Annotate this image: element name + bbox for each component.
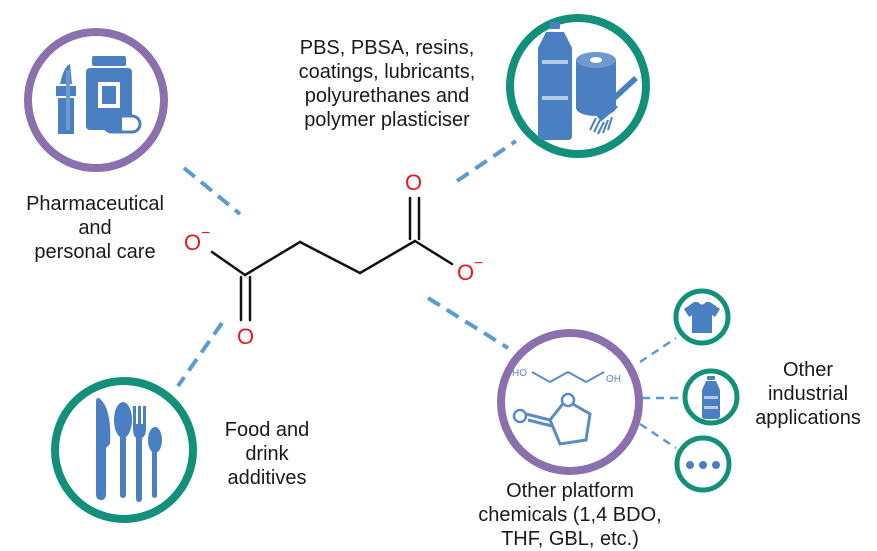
bond-c1-c2	[243, 240, 302, 277]
label-food-line-3: additives	[227, 467, 307, 489]
oxygen-right-charged: O	[457, 260, 474, 285]
label-industrial-line-1: Other	[782, 359, 834, 381]
bottle-circle	[682, 368, 740, 426]
charge-left: −	[201, 225, 210, 242]
label-polymers-line-1: PBS, PBSA, resins,	[299, 37, 475, 59]
bond-c4-o-minus	[413, 239, 454, 266]
label-pharma-line-1: Pharmaceutical	[26, 193, 164, 215]
connector-pharma	[182, 166, 242, 216]
bond-c1-o-minus	[210, 250, 247, 277]
connector-polymers	[455, 139, 518, 183]
label-food-line-2: drink	[245, 443, 289, 465]
label-platform-line-1: Other platform	[506, 480, 634, 502]
label-food-line-1: Food and	[224, 419, 310, 441]
medicine-bottle-lipstick-pill-icon	[56, 56, 142, 134]
ho-label: HO	[512, 368, 527, 379]
charge-right: −	[474, 255, 483, 272]
label-food: Food and drink additives	[212, 418, 322, 490]
food-circle	[51, 377, 197, 523]
connector-tshirt	[639, 336, 677, 364]
pharma-circle	[24, 28, 168, 172]
oxygen-top: O	[405, 170, 422, 195]
label-pharma-line-3: personal care	[34, 241, 156, 263]
label-polymers-line-3: polyurethanes and	[304, 85, 470, 107]
label-polymers: PBS, PBSA, resins, coatings, lubricants,…	[272, 36, 502, 132]
connector-lines	[176, 139, 518, 388]
label-polymers-line-4: polymer plasticiser	[304, 109, 470, 131]
more-dots-icon	[686, 461, 720, 469]
tshirt-circle	[673, 288, 731, 346]
label-polymers-line-2: coatings, lubricants,	[298, 61, 476, 83]
bdo-gbl-structure-icon: HO OH	[512, 368, 621, 446]
oxygen-left-charged: O	[184, 230, 201, 255]
bond-c3-c4	[358, 239, 417, 275]
label-pharma: Pharmaceutical and personal care	[5, 192, 185, 264]
label-platform: Other platform chemicals (1,4 BDO, THF, …	[460, 479, 680, 551]
label-platform-line-2: chemicals (1,4 BDO,	[478, 504, 662, 526]
bond-c2-c3	[298, 240, 362, 275]
plastic-bottle-roll-brush-icon	[538, 22, 638, 140]
platform-circle: HO OH	[497, 329, 643, 475]
oxygen-bottom: O	[237, 324, 254, 349]
tshirt-icon	[684, 302, 720, 333]
label-industrial-line-3: applications	[755, 407, 861, 429]
label-industrial-line-2: industrial	[767, 383, 849, 405]
label-platform-line-3: THF, GBL, etc.)	[501, 528, 639, 550]
connector-food	[176, 321, 224, 388]
bottle-icon	[702, 376, 720, 419]
label-pharma-line-2: and	[78, 217, 112, 239]
connector-dots	[639, 422, 677, 450]
succinate-molecule: O O − O O −	[184, 170, 483, 349]
label-industrial: Other industrial applications	[742, 358, 874, 430]
polymers-circle	[506, 14, 650, 158]
more-circle	[674, 435, 732, 493]
connector-lines-small	[639, 336, 682, 450]
connector-platform	[426, 296, 510, 350]
oh-label: OH	[606, 374, 621, 385]
cutlery-icon	[96, 397, 162, 502]
